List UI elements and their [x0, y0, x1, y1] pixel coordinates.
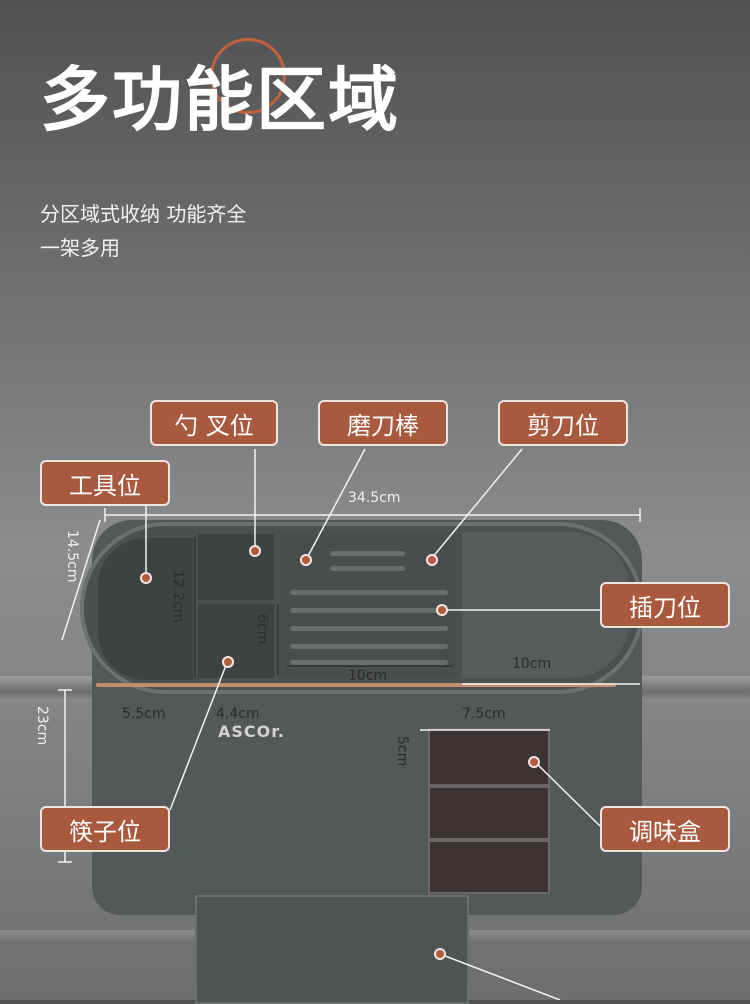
subtitle-line-1: 分区域式收纳 功能齐全	[40, 202, 247, 226]
knife-slot	[290, 608, 448, 613]
page-title: 多功能区域	[40, 59, 400, 141]
dim-slot-width: 10cm	[348, 668, 388, 684]
spice-box	[428, 728, 550, 786]
knife-slot	[290, 644, 448, 649]
dim-spice-height: 5cm	[394, 736, 410, 767]
dim-knife-width: 10cm	[512, 656, 552, 672]
knife-slot	[290, 626, 448, 631]
chopsticks-marker	[222, 656, 234, 668]
sharpener-marker	[300, 554, 312, 566]
dim-depth: 14.5cm	[64, 530, 80, 583]
spice-box-marker	[528, 756, 540, 768]
knife-marker	[436, 604, 448, 616]
dim-spice-width: 7.5cm	[462, 706, 506, 722]
dim-width: 34.5cm	[348, 490, 401, 506]
knife-slot	[290, 590, 448, 595]
brand-logo: ASCOr.	[218, 722, 285, 741]
spoon-fork-marker	[249, 545, 261, 557]
label-spice-box: 调味盒	[600, 806, 730, 852]
dim-mid-width: 4.4cm	[216, 706, 260, 722]
sharpener-slot	[330, 551, 405, 556]
dim-inner-height: 12.2cm	[170, 570, 186, 623]
dim-small-height: 6cm	[254, 614, 270, 645]
knife-slot	[290, 660, 448, 665]
spoon-compartment	[198, 534, 274, 600]
spice-box	[428, 840, 550, 894]
drawer-marker	[434, 948, 446, 960]
chopstick-compartment	[198, 604, 274, 678]
dim-left-width: 5.5cm	[122, 706, 166, 722]
tool-position-marker	[140, 572, 152, 584]
copper-rim	[96, 683, 616, 687]
dim-total-height: 23cm	[34, 706, 50, 746]
decorative-ring	[210, 38, 286, 114]
scissors-marker	[426, 554, 438, 566]
label-tools: 工具位	[40, 460, 170, 506]
drip-tray-drawer	[195, 895, 469, 1004]
subtitle-line-2: 一架多用	[40, 236, 120, 260]
label-sharpener: 磨刀棒	[318, 400, 448, 446]
label-knife: 插刀位	[600, 582, 730, 628]
spice-box	[428, 786, 550, 840]
sharpener-slot	[330, 566, 405, 571]
label-scissors: 剪刀位	[498, 400, 628, 446]
label-spoon-fork: 勺 叉位	[150, 400, 278, 446]
label-chopsticks: 筷子位	[40, 806, 170, 852]
